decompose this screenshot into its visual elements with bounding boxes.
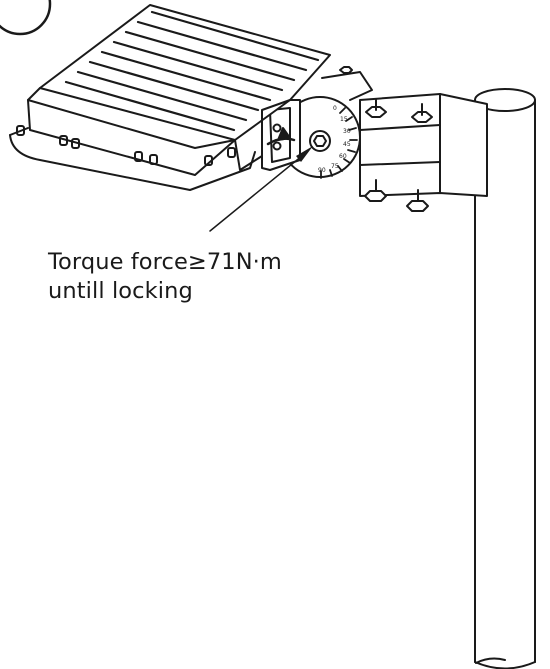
torque-annotation-line-2: untill locking bbox=[48, 278, 193, 304]
svg-text:45: 45 bbox=[343, 141, 351, 148]
svg-text:0: 0 bbox=[333, 105, 337, 112]
svg-text:15: 15 bbox=[340, 116, 348, 123]
light-fixture-icon bbox=[9, 4, 331, 191]
callout-leader-line bbox=[209, 150, 309, 232]
step-marker-icon bbox=[0, 0, 52, 36]
svg-text:90: 90 bbox=[318, 167, 326, 174]
adjustable-bracket-icon: 0 15 30 45 60 75 90 bbox=[261, 66, 488, 212]
torque-annotation: Torque force≥71N·m untill locking bbox=[48, 248, 282, 306]
svg-text:60: 60 bbox=[339, 153, 347, 160]
svg-text:30: 30 bbox=[343, 128, 351, 135]
svg-text:75: 75 bbox=[331, 163, 339, 170]
torque-annotation-line-1: Torque force≥71N·m bbox=[48, 249, 282, 275]
